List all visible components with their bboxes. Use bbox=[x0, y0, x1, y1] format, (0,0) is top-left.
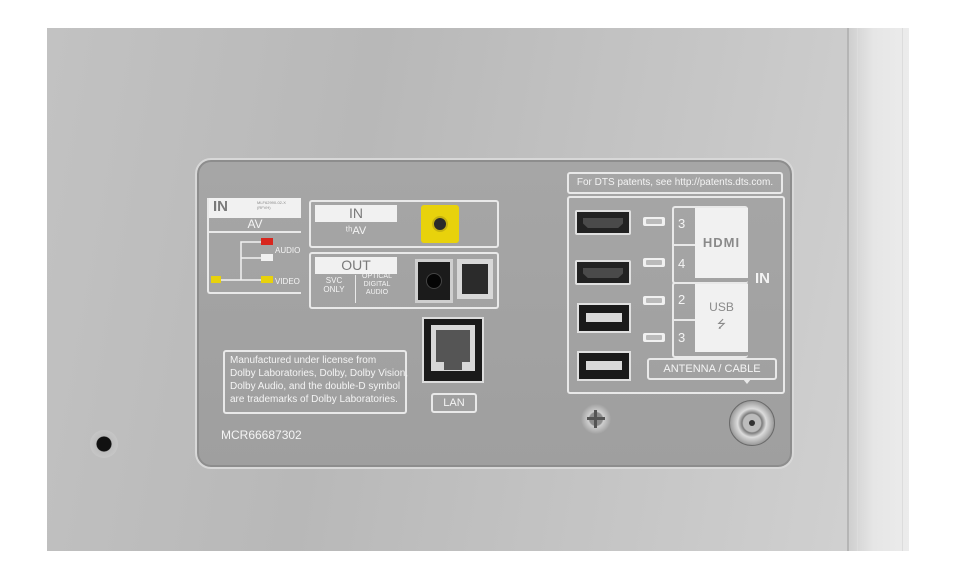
connector-panel: IN MLF62990-02-X (RFVH) AV AUDIO VIDEO I… bbox=[195, 158, 794, 469]
dolby-line-4: are trademarks of Dolby Laboratories. bbox=[230, 394, 398, 405]
av-legend-header: IN MLF62990-02-X (RFVH) bbox=[209, 198, 301, 218]
hdmi-3-indicator bbox=[643, 217, 665, 226]
usb-label-tile: USB ⭍ bbox=[695, 284, 748, 352]
hdmi-port-number-3: 3 bbox=[678, 216, 686, 231]
av-in-title: IN bbox=[315, 205, 397, 222]
side-casing-edge bbox=[857, 28, 903, 551]
out-title: OUT bbox=[315, 257, 397, 274]
panel-screw bbox=[581, 404, 611, 434]
av-legend-divider bbox=[209, 231, 301, 233]
audio-white-plug bbox=[261, 254, 273, 261]
hdmi-port-number-4: 4 bbox=[678, 256, 686, 271]
usb-port-2[interactable] bbox=[577, 303, 631, 333]
av-cable-diagram bbox=[211, 238, 273, 283]
antenna-coax-connector[interactable] bbox=[729, 400, 775, 446]
model-number: MCR66687302 bbox=[221, 428, 302, 442]
usb-label: USB bbox=[709, 300, 734, 314]
av-legend: IN MLF62990-02-X (RFVH) AV AUDIO VIDEO bbox=[207, 198, 301, 294]
av-in-subtitle: ᵗʰAV bbox=[345, 225, 367, 237]
antenna-arrow-icon bbox=[743, 379, 751, 384]
tv-rear-photo: IN MLF62990-02-X (RFVH) AV AUDIO VIDEO I… bbox=[47, 28, 909, 551]
hdmi-label: HDMI bbox=[695, 208, 748, 278]
svc-port[interactable] bbox=[415, 259, 453, 303]
hdmi-port-4[interactable] bbox=[575, 260, 631, 285]
usb-label-group: 2 3 USB ⭍ bbox=[672, 282, 748, 358]
optical-audio-port[interactable] bbox=[457, 259, 493, 299]
hdmi-4-indicator bbox=[643, 258, 665, 267]
hdmi-label-group: 3 4 HDMI bbox=[672, 206, 748, 284]
io-frame: 3 4 HDMI 2 3 USB ⭍ IN ANTENNA / CABLE bbox=[567, 196, 785, 394]
lan-port[interactable] bbox=[422, 317, 484, 383]
av-legend-fine-print: MLF62990-02-X (RFVH) bbox=[257, 200, 286, 210]
dts-notice: For DTS patents, see http://patents.dts.… bbox=[567, 172, 783, 194]
dolby-line-3: Dolby Audio, and the double-D symbol bbox=[230, 381, 401, 392]
av-legend-video: VIDEO bbox=[275, 277, 300, 286]
optical-label: OPTICAL DIGITAL AUDIO bbox=[362, 273, 392, 296]
av-in-box: IN ᵗʰAV bbox=[309, 200, 499, 248]
usb-2-indicator bbox=[643, 296, 665, 305]
av-legend-in: IN bbox=[213, 198, 228, 215]
av-legend-audio: AUDIO bbox=[275, 246, 301, 255]
usb-port-number-2: 2 bbox=[678, 292, 686, 307]
lan-label: LAN bbox=[431, 393, 477, 413]
mount-screw-hole bbox=[90, 430, 118, 458]
in-side-label: IN bbox=[755, 270, 770, 287]
antenna-label: ANTENNA / CABLE bbox=[647, 358, 777, 380]
audio-red-plug bbox=[261, 238, 273, 245]
av-legend-av: AV bbox=[247, 217, 263, 231]
av-composite-jack[interactable] bbox=[421, 205, 459, 243]
dolby-line-1: Manufactured under license from bbox=[230, 355, 377, 366]
usb-3-indicator bbox=[643, 333, 665, 342]
dolby-notice: Manufactured under license from Dolby La… bbox=[223, 350, 409, 414]
usb-port-number-3: 3 bbox=[678, 330, 686, 345]
av-in-label-block: IN ᵗʰAV bbox=[315, 205, 397, 243]
usb-port-3[interactable] bbox=[577, 351, 631, 381]
out-box: OUT SVC ONLY OPTICAL DIGITAL AUDIO bbox=[309, 252, 499, 309]
svc-only-label: SVC ONLY bbox=[323, 276, 345, 294]
usb-symbol-icon: ⭍ bbox=[716, 319, 727, 331]
hdmi-port-3[interactable] bbox=[575, 210, 631, 235]
dolby-line-2: Dolby Laboratories, Dolby, Dolby Vision, bbox=[230, 368, 409, 379]
video-yellow-plug bbox=[261, 276, 273, 283]
